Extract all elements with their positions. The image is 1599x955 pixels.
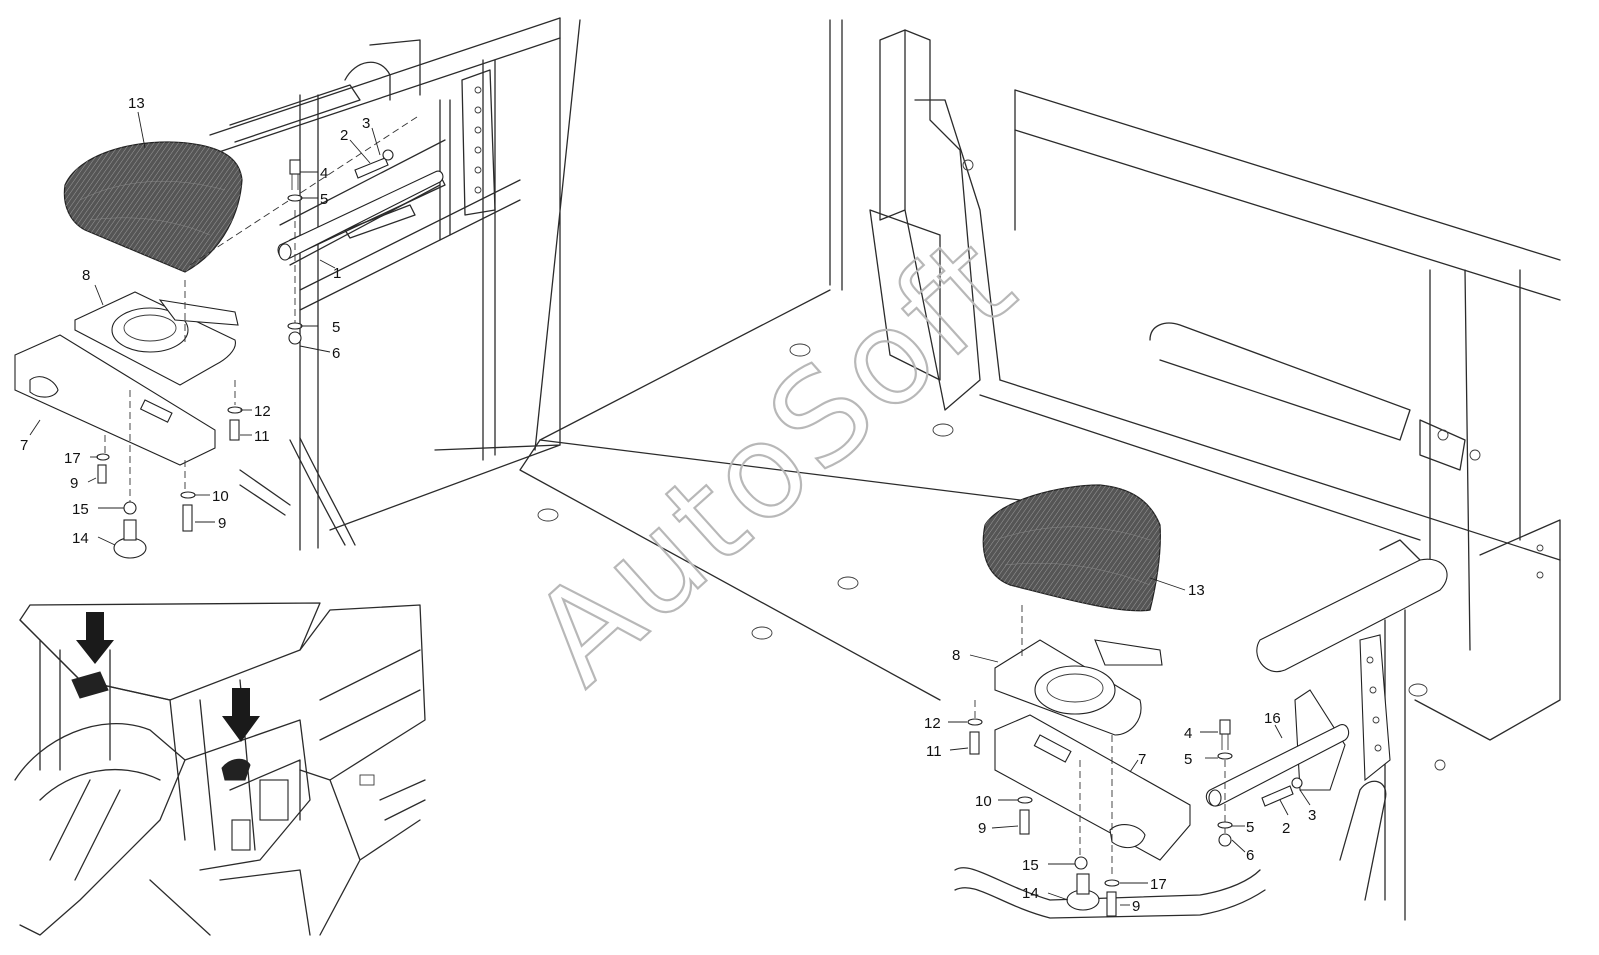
callout-5-right-lower: 5 [1246,819,1254,836]
left-view [14,17,581,559]
callout-15-left: 15 [72,501,89,518]
callout-14-left: 14 [72,530,89,547]
callout-5-left-lower: 5 [332,319,340,336]
callout-15-right: 15 [1022,857,1039,874]
callout-17-right: 17 [1150,876,1167,893]
callout-5-right-upper: 5 [1184,751,1192,768]
right-view-callouts: 13 8 12 11 4 16 5 7 10 9 2 3 5 6 15 17 1… [924,577,1316,915]
down-arrow-icon [222,688,260,742]
callout-9-left-lower: 9 [218,515,226,532]
right-view [519,19,1561,921]
callout-16-right: 16 [1264,710,1281,727]
watermark: AutoSoft [504,205,1044,713]
callout-9-right-upper: 9 [978,820,986,837]
callout-8-left: 8 [82,267,90,284]
callout-12-left: 12 [254,403,271,420]
machine-overview-inset [14,602,426,936]
callout-1-left: 1 [333,265,341,282]
callout-10-right: 10 [975,793,992,810]
callout-14-right: 14 [1022,885,1039,902]
callout-3-right: 3 [1308,807,1316,824]
callout-12-right: 12 [924,715,941,732]
callout-4-right: 4 [1184,725,1192,742]
callout-17-left: 17 [64,450,81,467]
callout-13-left: 13 [128,95,145,112]
callout-4-left: 4 [320,165,328,182]
callout-5-left-upper: 5 [320,191,328,208]
callout-6-right: 6 [1246,847,1254,864]
callout-7-left: 7 [20,437,28,454]
callout-7-right: 7 [1138,751,1146,768]
callout-13-right: 13 [1188,582,1205,599]
callout-9-right-lower: 9 [1132,898,1140,915]
callout-2-right: 2 [1282,820,1290,837]
callout-10-left: 10 [212,488,229,505]
down-arrow-icon [76,612,114,664]
callout-2-left: 2 [340,127,348,144]
callout-11-right: 11 [926,743,942,760]
left-view-callouts: 13 2 3 4 5 1 8 5 6 12 11 7 17 9 10 15 9 … [20,95,381,547]
callout-8-right: 8 [952,647,960,664]
callout-6-left: 6 [332,345,340,362]
callout-3-left: 3 [362,115,370,132]
callout-9-left-upper: 9 [70,475,78,492]
callout-11-left: 11 [254,428,270,445]
